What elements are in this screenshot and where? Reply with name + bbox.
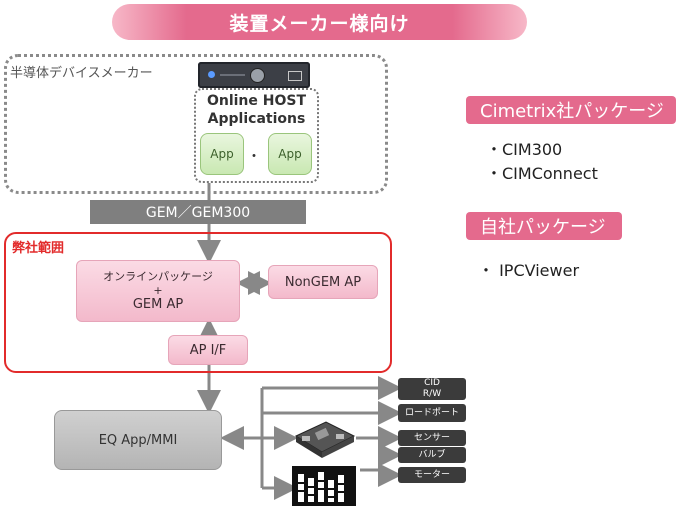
loadport-box: ロードポート xyxy=(398,404,466,422)
io-module-icon xyxy=(292,466,356,506)
device-maker-label: 半導体デバイスメーカー xyxy=(10,66,153,81)
sensor-box: センサー xyxy=(398,430,466,446)
eq-app-mmi-box: EQ App/MMI xyxy=(54,410,222,470)
server-icon xyxy=(198,62,310,88)
cimetrix-item: ・CIMConnect xyxy=(486,164,598,183)
banner-title: 装置メーカー様向け xyxy=(229,12,410,35)
controller-board-icon xyxy=(294,421,356,458)
page-banner: 装置メーカー様向け xyxy=(112,4,527,40)
scope-label: 弊社範囲 xyxy=(12,241,65,256)
ap-if-box: AP I/F xyxy=(168,335,248,365)
gem-gem300-bar: GEM／GEM300 xyxy=(90,200,306,224)
valve-box: バルブ xyxy=(398,447,466,463)
app-box-1: App xyxy=(200,133,244,175)
app-box-2: App xyxy=(268,133,312,175)
host-title: Online HOST Applications xyxy=(206,93,307,127)
cimetrix-item: ・CIM300 xyxy=(486,140,563,159)
company-scope-region xyxy=(4,232,392,373)
device-maker-region xyxy=(4,54,388,194)
cimetrix-badge: Cimetrix社パッケージ xyxy=(466,96,676,124)
own-package-badge: 自社パッケージ xyxy=(466,212,622,240)
motor-box: モーター xyxy=(398,467,466,483)
own-item: ・ IPCViewer xyxy=(478,261,580,280)
nongem-ap-box: NonGEM AP xyxy=(268,265,378,299)
online-package-box: オンラインパッケージ + GEM AP xyxy=(76,260,240,322)
